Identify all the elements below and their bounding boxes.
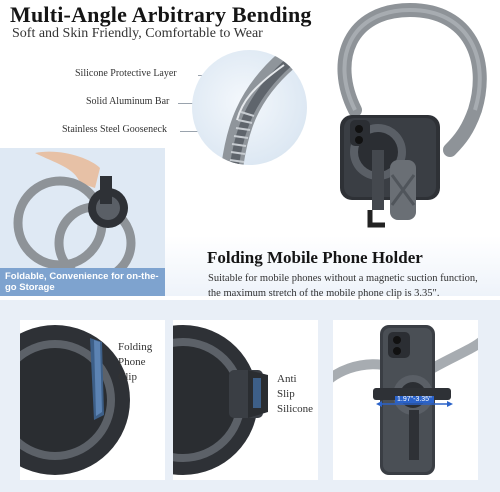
layer-label-gooseneck: Stainless Steel Gooseneck <box>62 124 167 135</box>
folded-band-illustration <box>13 151 136 284</box>
foldable-caption: Foldable, Convenience for on-the-go Stor… <box>0 268 165 296</box>
stretch-dimension-label: 1.97"-3.35" <box>395 396 434 403</box>
neck-holder-product-illustration <box>337 2 487 228</box>
page-title: Multi-Angle Arbitrary Bending <box>10 2 312 27</box>
cross-section-detail <box>192 50 307 165</box>
gooseneck-cross-section-illustration <box>221 50 298 165</box>
holder-section-background <box>165 236 500 296</box>
page-subtitle: Soft and Skin Friendly, Comfortable to W… <box>12 26 263 41</box>
folding-clip-card: Folding Phone Clip <box>20 320 165 480</box>
stretch-dimension-card: 1.97"-3.35" <box>333 320 478 480</box>
layer-label-silicone: Silicone Protective Layer <box>75 68 177 79</box>
anti-slip-label: Anti Slip Silicone <box>277 373 314 415</box>
layer-label-aluminum: Solid Aluminum Bar <box>86 96 170 107</box>
holder-section-description: Suitable for mobile phones without a mag… <box>208 273 478 299</box>
anti-slip-illustration <box>173 325 268 475</box>
folding-clip-label: Folding Phone Clip <box>118 341 153 383</box>
anti-slip-card: Anti Slip Silicone <box>173 320 318 480</box>
folding-clip-illustration <box>20 325 130 475</box>
holder-section-title: Folding Mobile Phone Holder <box>207 248 423 267</box>
